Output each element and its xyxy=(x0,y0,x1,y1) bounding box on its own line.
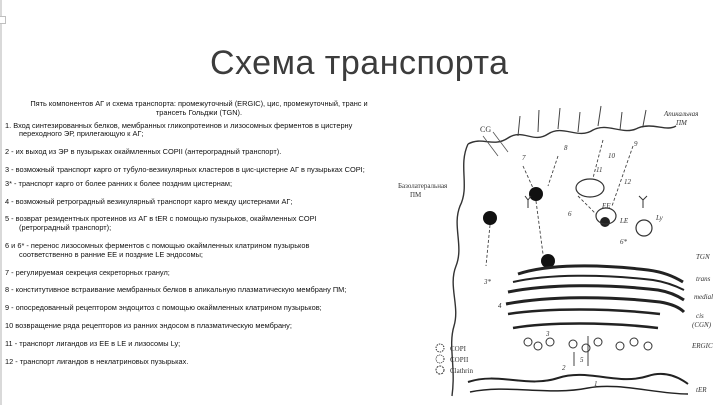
diagram-svg: CG Апикальная ПМ Базолатеральная ПМ EE L… xyxy=(398,96,720,405)
receptor-icon xyxy=(525,196,531,208)
text-column: Пять компонентов АГ и схема транспорта: … xyxy=(5,100,393,400)
label-ergic: ERGIC xyxy=(691,342,713,350)
step-number-6: 6 xyxy=(568,210,572,218)
label-ee: EE xyxy=(601,202,611,210)
step-number-3s: 3* xyxy=(483,278,492,286)
list-item: 4 - возможный ретроградный везикулярный … xyxy=(5,198,393,207)
secretory-granule xyxy=(529,187,543,201)
step-number-1: 1 xyxy=(594,380,598,388)
lysosome xyxy=(636,220,652,236)
list-item-text: 8 - конститутивное встраивание мембранны… xyxy=(5,285,346,294)
list-item-text: 5 - возврат резидентных протеинов из АГ … xyxy=(5,214,317,223)
label-apical-pm: ПМ xyxy=(675,119,688,127)
legend-copii: COPII xyxy=(450,356,469,364)
list-item: 5 - возврат резидентных протеинов из АГ … xyxy=(5,215,393,233)
list-item-text: 11 - транспорт лигандов из EE в LE и лиз… xyxy=(5,339,180,348)
step-number-9: 9 xyxy=(634,140,638,148)
label-cg: CG xyxy=(480,125,491,134)
list-item-continuation: переходного ЭР, прилегающую к АГ; xyxy=(5,130,393,139)
list-item-text: 12 - транспорт лигандов в неклатриновых … xyxy=(5,357,188,366)
step-number-8: 8 xyxy=(564,144,568,152)
intro-line: трансеть Гольджи (TGN). xyxy=(5,109,393,118)
golgi-medial-2 xyxy=(508,310,660,315)
legend-clathrin-icon xyxy=(436,366,444,374)
golgi-cis xyxy=(513,324,658,329)
legend-copi: COPI xyxy=(450,345,467,353)
list-item-text: 6 и 6* - перенос лизосомных ферментов с … xyxy=(5,241,309,250)
list-item: 3* - транспорт карго от более ранних к б… xyxy=(5,180,393,189)
label-cgn: (CGN) xyxy=(692,321,712,329)
step-number-4: 4 xyxy=(498,302,502,310)
list-item: 7 - регулируемая секреция секреторных гр… xyxy=(5,269,393,278)
label-apical: Апикальная xyxy=(663,110,698,118)
cg-granule-lines xyxy=(483,132,508,156)
step-number-7: 7 xyxy=(522,154,526,162)
label-medial: medial xyxy=(694,293,713,301)
list-item: 10 возвращение ряда рецепторов из ранних… xyxy=(5,322,393,331)
list-item-text: 7 - регулируемая секреция секреторных гр… xyxy=(5,268,170,277)
secretory-granule xyxy=(600,217,610,227)
bullet-square-icon xyxy=(0,16,6,24)
label-basolateral: Базолатеральная xyxy=(398,182,448,190)
step-number-11: 11 xyxy=(596,166,602,174)
list-item-text: 3* - транспорт карго от более ранних к б… xyxy=(5,179,232,188)
list-item: 9 - опосредованный рецептором эндоцитоз … xyxy=(5,304,393,313)
list-item: 11 - транспорт лигандов из EE в LE и лиз… xyxy=(5,340,393,349)
transitional-er xyxy=(468,374,688,384)
list-item-text: 1. Вход синтезированных белков, мембранн… xyxy=(5,121,352,130)
apical-membrane xyxy=(468,126,676,144)
early-endosome xyxy=(576,179,604,197)
secretory-granule xyxy=(483,211,497,225)
step-number-3: 3 xyxy=(545,330,550,338)
golgi-tgn xyxy=(518,266,683,282)
list-item: 6 и 6* - перенос лизосомных ферментов с … xyxy=(5,242,393,260)
legend-copi-icon xyxy=(436,344,444,352)
microvilli xyxy=(518,106,646,136)
step-number-2: 2 xyxy=(562,364,566,372)
list-item-text: 3 - возможный транспорт карго от тубуло-… xyxy=(5,165,365,174)
list-item-text: 10 возвращение ряда рецепторов из ранних… xyxy=(5,321,292,330)
list-item-text: 9 - опосредованный рецептором эндоцитоз … xyxy=(5,303,322,312)
list-item-continuation: соответственно в ранние EE и поздние LE … xyxy=(5,251,393,260)
slide-title: Схема транспорта xyxy=(210,44,550,83)
label-le: LE xyxy=(619,217,629,225)
legend-copii-icon xyxy=(436,355,444,363)
list-item-text: 2 - их выход из ЭР в пузырьках окаймленн… xyxy=(5,147,281,156)
label-trans: trans xyxy=(696,275,711,283)
label-ter: tER xyxy=(696,386,707,394)
list-item: 2 - их выход из ЭР в пузырьках окаймленн… xyxy=(5,148,393,157)
golgi-transport-diagram: CG Апикальная ПМ Базолатеральная ПМ EE L… xyxy=(398,96,720,405)
list-item: 8 - конститутивное встраивание мембранны… xyxy=(5,286,393,295)
label-ly: Ly xyxy=(655,214,664,222)
transitional-er-2 xyxy=(470,386,688,394)
list-item: 12 - транспорт лигандов в неклатриновых … xyxy=(5,358,393,367)
list-item-continuation: (ретроградный транспорт); xyxy=(5,224,393,233)
diagram-legend: COPI COPII Clathrin xyxy=(436,344,473,375)
list-item: 3 - возможный транспорт карго от тубуло-… xyxy=(5,166,393,175)
label-basolateral-pm: ПМ xyxy=(410,191,422,199)
legend-clathrin: Clathrin xyxy=(450,367,473,375)
step-number-5: 5 xyxy=(580,356,584,364)
intro-paragraph: Пять компонентов АГ и схема транспорта: … xyxy=(5,100,393,118)
left-border-line xyxy=(0,0,2,405)
label-tgn: TGN xyxy=(696,253,710,261)
receptor-icon xyxy=(639,196,647,208)
list-item: 1. Вход синтезированных белков, мембранн… xyxy=(5,122,393,140)
label-cis: cis xyxy=(696,312,704,320)
step-number-10: 10 xyxy=(608,152,616,160)
step-number-12: 12 xyxy=(624,178,632,186)
step-number-6s: 6* xyxy=(620,238,628,246)
list-item-text: 4 - возможный ретроградный везикулярный … xyxy=(5,197,292,206)
